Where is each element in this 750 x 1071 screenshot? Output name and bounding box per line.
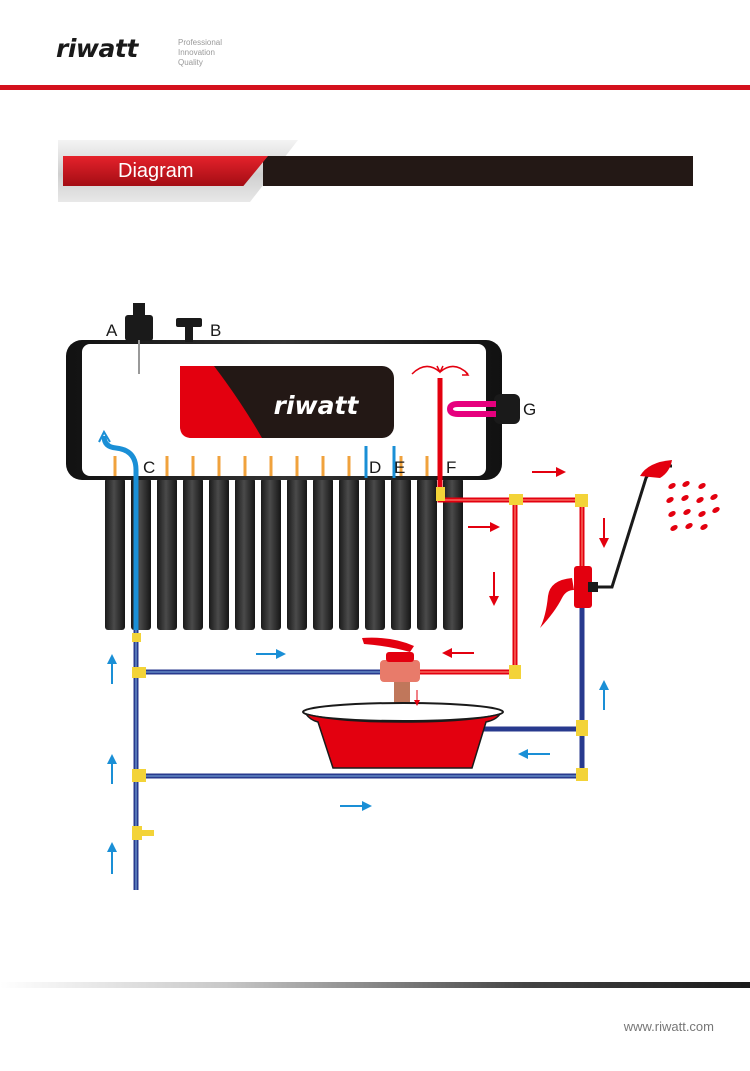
arrow-up: [107, 842, 117, 874]
vacuum-tube: [183, 478, 203, 630]
arrow-left: [518, 749, 550, 759]
shower-icon: [640, 460, 720, 531]
electric-heater-element: [446, 401, 496, 417]
mixer-handle: [540, 578, 574, 628]
header-divider: [0, 85, 750, 90]
section-title: Diagram: [63, 156, 268, 186]
vacuum-tube: [339, 478, 359, 630]
water-tank: riwatt: [66, 340, 520, 640]
fitting: [576, 720, 588, 736]
arrow-right: [340, 801, 372, 811]
fitting: [576, 768, 588, 781]
vacuum-tube: [209, 478, 229, 630]
label-e: E: [394, 458, 405, 477]
label-f: F: [446, 458, 456, 477]
tagline-line-3: Quality: [178, 58, 203, 67]
basin-faucet: [362, 637, 420, 712]
faucet-body: [380, 660, 420, 682]
shower-mixer: [540, 464, 672, 628]
arrow-up: [107, 654, 117, 684]
fitting: [132, 826, 142, 840]
label-a: A: [106, 321, 118, 340]
fitting: [509, 494, 523, 505]
vacuum-tube: [365, 478, 385, 630]
label-c: C: [143, 458, 155, 477]
footer-divider: [0, 982, 750, 988]
vacuum-tube: [157, 478, 177, 630]
arrow-right: [256, 649, 286, 659]
fitting: [132, 633, 141, 642]
vacuum-tube: [105, 478, 125, 630]
fitting: [132, 667, 146, 678]
fitting: [436, 487, 445, 501]
vacuum-tube: [235, 478, 255, 630]
label-g: G: [523, 400, 536, 419]
label-d: D: [369, 458, 381, 477]
heater-housing: [494, 394, 520, 424]
arrow-right: [468, 522, 500, 532]
tagline-line-2: Innovation: [178, 48, 215, 57]
brand-tagline: Professional Innovation Quality: [178, 38, 258, 68]
fitting: [140, 830, 154, 836]
vacuum-tube: [287, 478, 307, 630]
vacuum-tube: [417, 478, 437, 630]
safety-valve-b: [176, 318, 202, 342]
vent-valve-icon: [125, 315, 153, 341]
faucet-handle: [362, 637, 414, 652]
arrow-right: [532, 467, 566, 477]
cold-flow-arrows: [107, 649, 609, 874]
water-drops: [666, 481, 720, 531]
tagline-line-1: Professional: [178, 38, 223, 47]
arrow-up: [107, 754, 117, 784]
tank-logo: riwatt: [274, 391, 360, 420]
mixing-valve-icon: [574, 566, 592, 608]
shower-hose: [596, 464, 672, 589]
fitting: [575, 494, 588, 507]
wash-basin-icon: [302, 702, 504, 769]
arrow-down: [414, 690, 420, 706]
vacuum-tube: [443, 478, 463, 630]
arrow-down: [489, 572, 499, 606]
cold-inlet-pipe: [101, 435, 139, 640]
section-header-bar: [263, 156, 693, 186]
label-b: B: [210, 321, 221, 340]
vacuum-tube: [313, 478, 333, 630]
vacuum-tube: [391, 478, 411, 630]
fitting: [509, 665, 521, 679]
arrow-up: [599, 680, 609, 710]
pipe-fittings: [132, 487, 588, 840]
arrow-left: [442, 648, 474, 658]
tube-sockets: [113, 456, 429, 476]
vacuum-tube: [261, 478, 281, 630]
safety-valve-icon: [176, 318, 202, 327]
section-header: Diagram: [58, 140, 698, 202]
fitting: [132, 769, 146, 782]
vacuum-tubes: [105, 478, 463, 630]
hot-flow-arrows: [414, 467, 609, 706]
website-link[interactable]: www.riwatt.com: [623, 1019, 714, 1034]
arrow-down: [599, 518, 609, 548]
vent-valve-a: [125, 303, 153, 374]
brand-logo: riwatt: [56, 34, 138, 63]
tank-logo-swoosh: [180, 366, 262, 438]
